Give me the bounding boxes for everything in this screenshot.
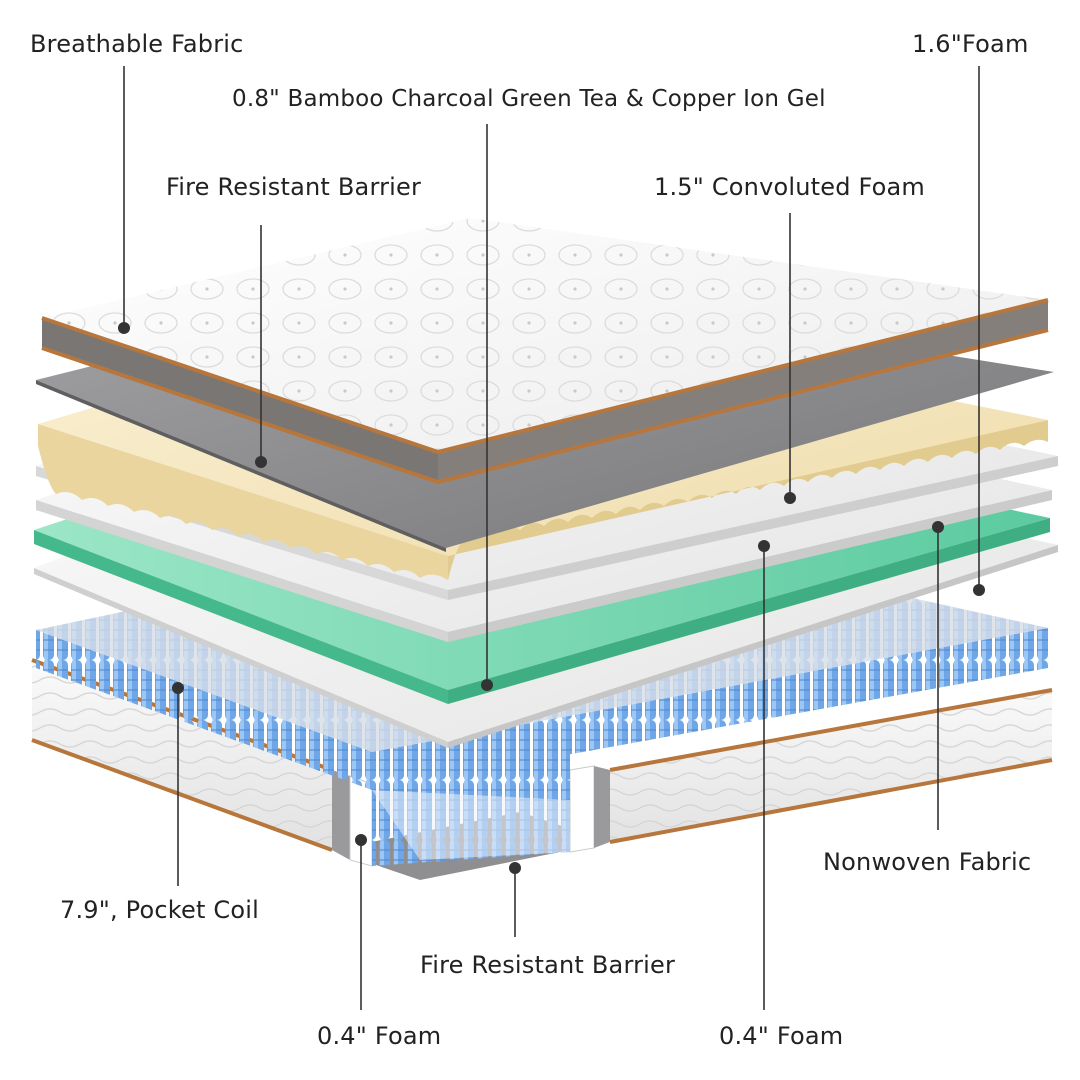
dot-pocket-coil	[172, 682, 184, 694]
dot-foam-top	[973, 584, 985, 596]
dot-convoluted-foam	[784, 492, 796, 504]
pillow-top-border-right	[438, 300, 1048, 482]
dot-nonwoven-fabric	[932, 521, 944, 533]
label-foam-right: 0.4" Foam	[719, 1022, 844, 1050]
dot-gel-layer	[481, 679, 493, 691]
leader-lines	[123, 66, 980, 1010]
label-foam-left: 0.4" Foam	[317, 1022, 442, 1050]
pocket-coil-front-left	[36, 630, 372, 790]
dot-fire-barrier-top	[255, 456, 267, 468]
layer-stack	[34, 218, 1058, 748]
dot-foam-right	[758, 540, 770, 552]
leader-dots	[118, 322, 985, 874]
label-convoluted-foam: 1.5" Convoluted Foam	[654, 173, 926, 201]
pillow-top-piping	[41, 298, 1049, 455]
label-pocket-coil: 7.9", Pocket Coil	[60, 896, 259, 924]
dot-breathable-fabric	[118, 322, 130, 334]
dot-foam-left	[355, 834, 367, 846]
label-gel-layer: 0.8" Bamboo Charcoal Green Tea & Copper …	[232, 86, 826, 112]
convoluted-foam-edge	[38, 424, 448, 580]
label-fire-barrier-top: Fire Resistant Barrier	[166, 173, 422, 201]
pillow-top-border-left	[42, 318, 438, 482]
layer-pillow-top	[41, 218, 1049, 485]
dot-fire-barrier-bottom	[509, 862, 521, 874]
label-nonwoven-fabric: Nonwoven Fabric	[823, 848, 1032, 876]
label-breathable-fabric: Breathable Fabric	[30, 30, 244, 58]
label-foam-top: 1.6"Foam	[912, 30, 1029, 58]
label-fire-barrier-bottom: Fire Resistant Barrier	[420, 951, 676, 979]
